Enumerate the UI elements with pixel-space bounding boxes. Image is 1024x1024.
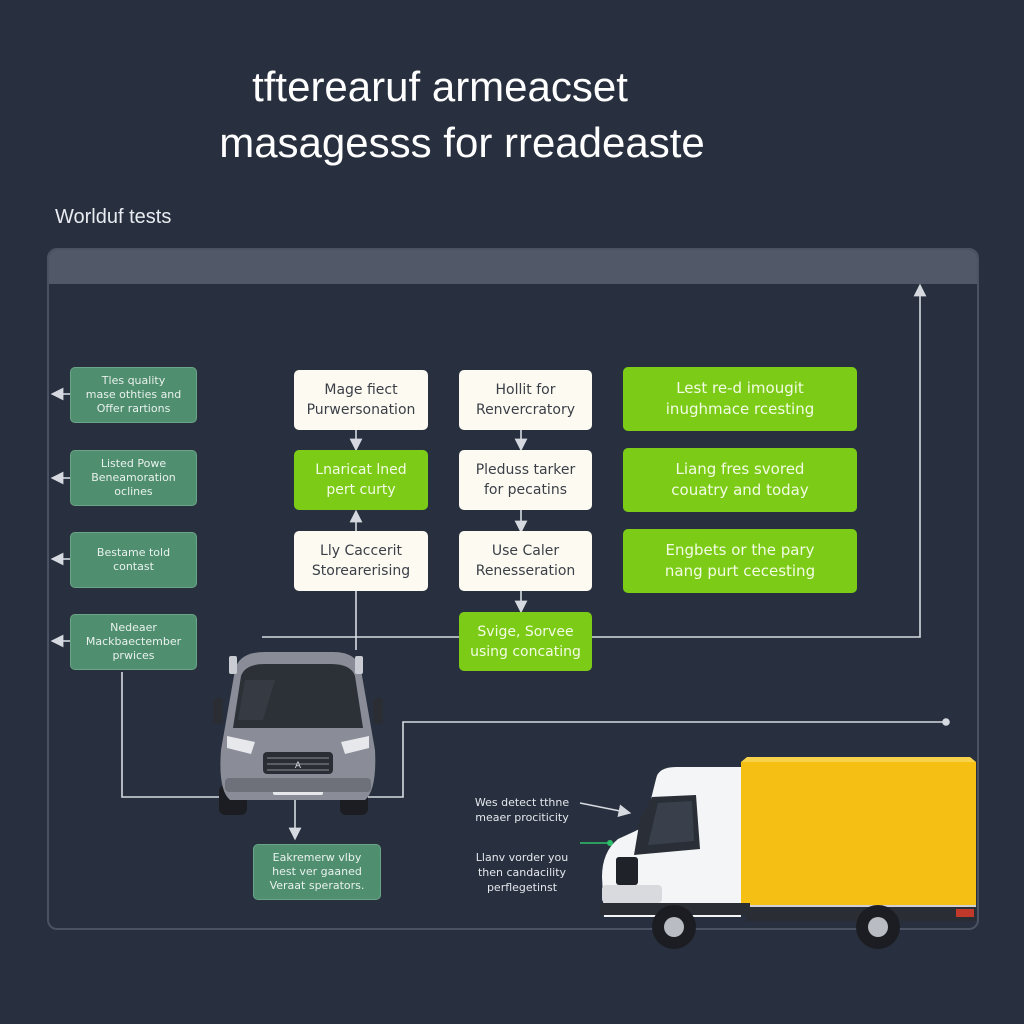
left-box-1[interactable]: Tles quality mase othties and Offer rart… — [70, 367, 197, 423]
right-box-2[interactable]: Liang fres svored couatry and today — [623, 448, 857, 512]
page-title-line2: masagesss for rreadeaste — [219, 119, 705, 166]
right-box-3[interactable]: Engbets or the pary nang purt cecesting — [623, 529, 857, 593]
left-box-3[interactable]: Bestame told contast — [70, 532, 197, 588]
column-a-box-1[interactable]: Mage fiect Purwersonation — [294, 370, 428, 430]
column-a-box-2[interactable]: Lnaricat lned pert curty — [294, 450, 428, 510]
page-title-line1: tfterearuf armeacset — [252, 63, 628, 110]
left-box-2[interactable]: Listed Powe Beneamoration oclines — [70, 450, 197, 506]
column-b-box-2[interactable]: Pleduss tarker for pecatins — [459, 450, 592, 510]
column-a-box-3[interactable]: Lly Caccerit Storearerising — [294, 531, 428, 591]
left-box-4[interactable]: Nedeaer Mackbaectember prwices — [70, 614, 197, 670]
note-detect: Wes detect tthne meaer prociticity — [474, 796, 570, 824]
truck-icon — [600, 757, 976, 949]
right-box-1[interactable]: Lest re-d imougit inughmace rcesting — [623, 367, 857, 431]
section-label: Worlduf tests — [55, 206, 172, 228]
column-b-box-3[interactable]: Use Caler Renesseration — [459, 531, 592, 591]
diagram-frame — [47, 248, 979, 930]
frame-header-bar — [49, 250, 977, 284]
bottom-box[interactable]: Eakremerw vlby hest ver gaaned Veraat sp… — [253, 844, 381, 900]
note-vorder: Llanv vorder you then candacility perfle… — [475, 851, 569, 894]
merge-box[interactable]: Svige, Sorvee using concating — [459, 612, 592, 671]
column-b-box-1[interactable]: Hollit for Renvercratory — [459, 370, 592, 430]
van-icon: A — [213, 652, 383, 815]
svg-text:A: A — [295, 761, 302, 771]
